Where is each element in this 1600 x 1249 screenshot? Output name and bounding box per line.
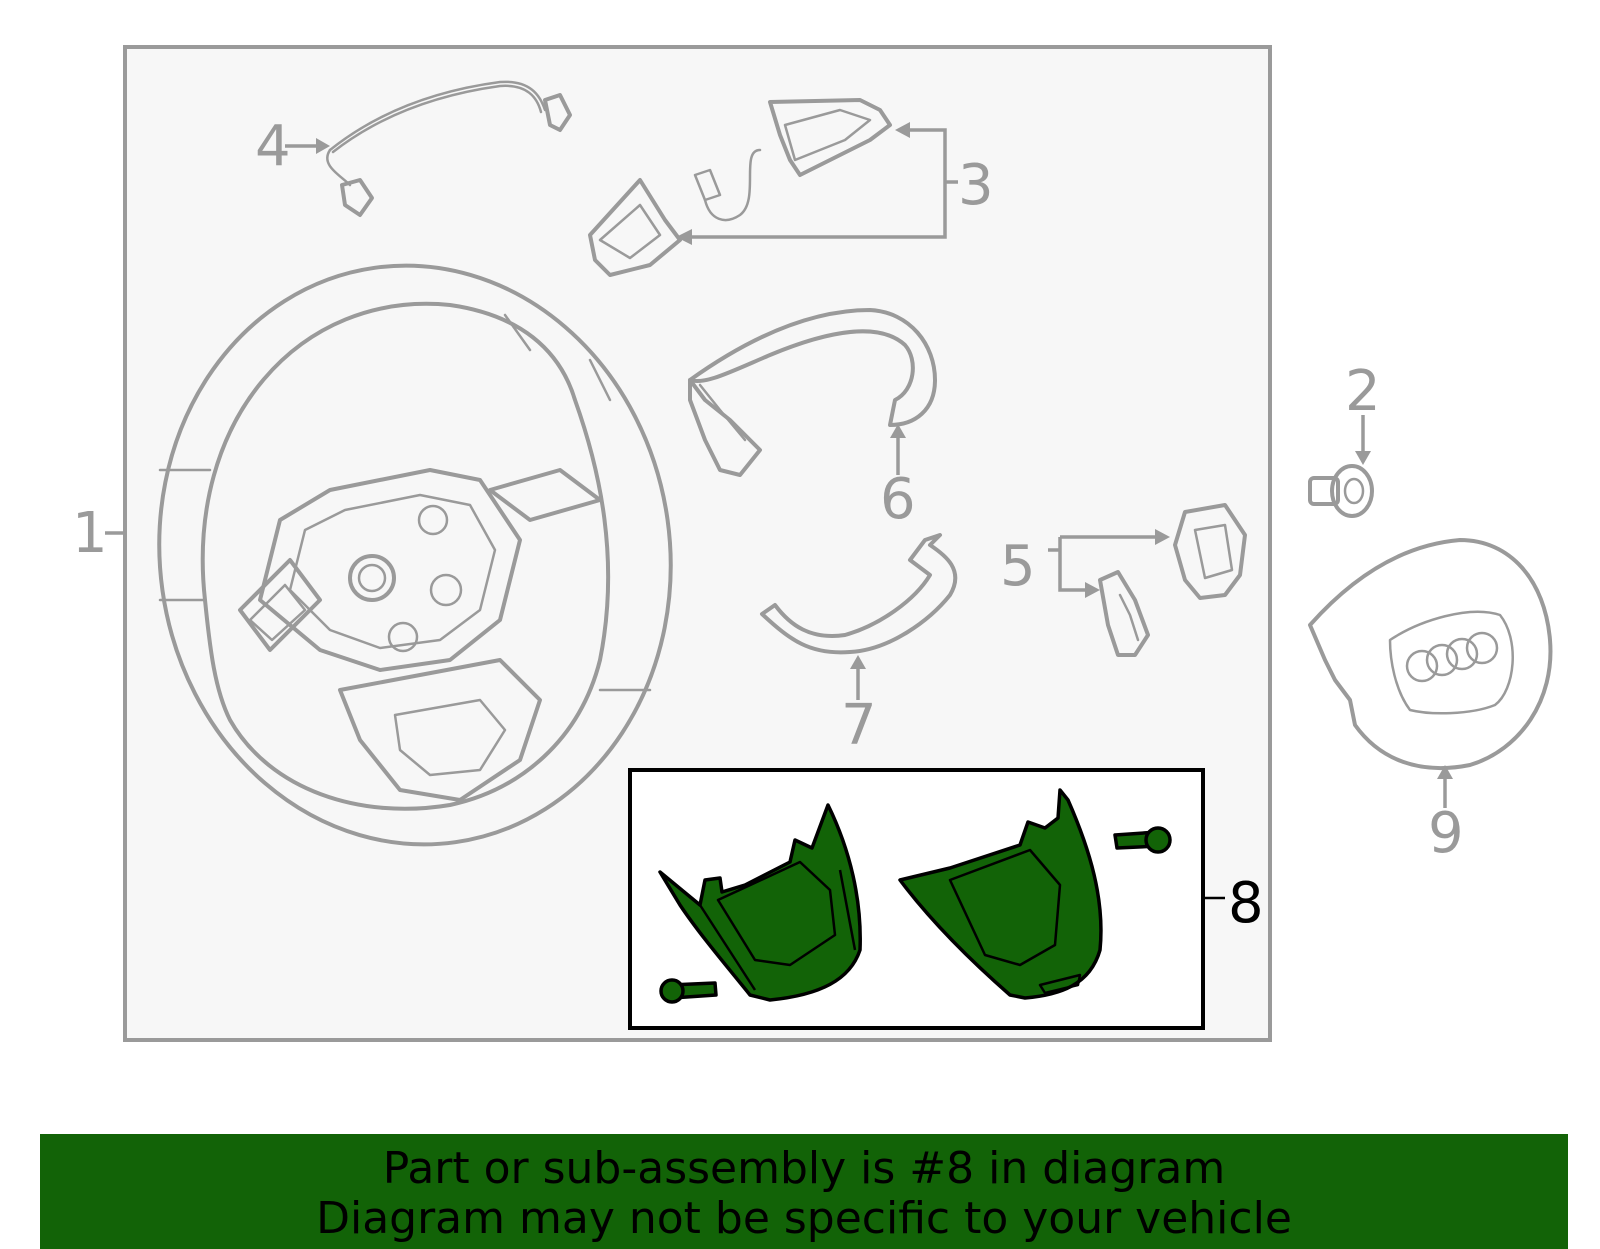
info-banner: Part or sub-assembly is #8 in diagram Di… (40, 1134, 1568, 1249)
wiring-harness-part[interactable] (285, 80, 572, 217)
callout-5[interactable]: 5 (1000, 534, 1036, 599)
callout-6[interactable]: 6 (880, 467, 916, 532)
buttons-part[interactable] (1048, 503, 1247, 657)
switch-assembly-part[interactable] (588, 98, 958, 277)
bracket-part[interactable] (760, 533, 958, 700)
callout-1[interactable]: 1 (72, 501, 108, 566)
callout-9[interactable]: 9 (1428, 801, 1464, 866)
callout-3[interactable]: 3 (958, 153, 994, 218)
banner-line-1: Part or sub-assembly is #8 in diagram (382, 1143, 1226, 1194)
bolt-part[interactable] (1308, 464, 1374, 518)
airbag-part[interactable] (1308, 538, 1553, 808)
trim-cover-part[interactable] (688, 308, 937, 477)
parts-diagram: 1 2 3 4 5 6 7 8 9 (72, 45, 1553, 1042)
callout-8[interactable]: 8 (1228, 871, 1264, 936)
callout-2[interactable]: 2 (1345, 359, 1381, 424)
banner-line-2: Diagram may not be specific to your vehi… (316, 1193, 1292, 1244)
callout-7[interactable]: 7 (841, 693, 877, 758)
callout-4[interactable]: 4 (255, 114, 291, 179)
lower-cover-part[interactable] (658, 788, 1172, 1004)
steering-wheel-part[interactable] (122, 232, 708, 877)
